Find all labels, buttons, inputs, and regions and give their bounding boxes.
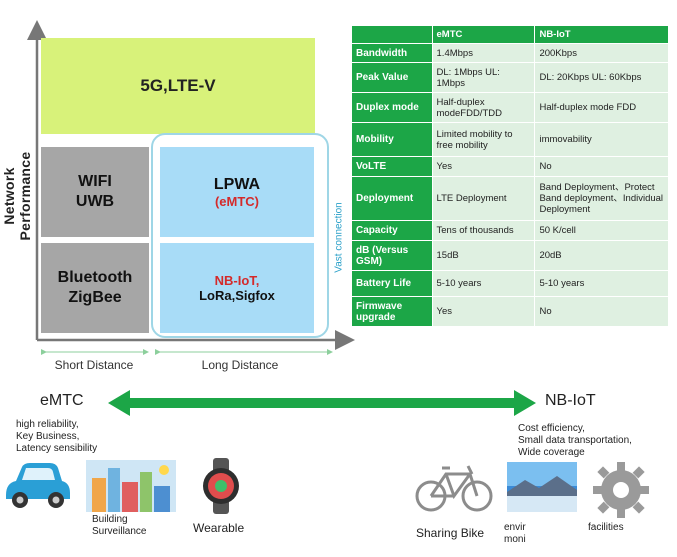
- table-row: VoLTE Yes No: [351, 156, 669, 177]
- gear-icon: [593, 462, 649, 518]
- lpwa-emtc-label: (eMTC): [214, 193, 260, 209]
- vast-connection-frame: [151, 133, 329, 338]
- emtc-cell: LTE Deployment: [431, 176, 536, 221]
- nbiot-cell: No: [534, 156, 669, 177]
- building-label-line: Building: [92, 514, 128, 525]
- emtc-cell: 15dB: [431, 240, 536, 271]
- row-header: Firmwave upgrade: [351, 296, 433, 327]
- nbiot-cell: 50 K/cell: [534, 220, 669, 241]
- box-bluetooth-zigbee: Bluetooth ZigBee: [41, 243, 149, 333]
- env-label-line: moni: [504, 534, 526, 545]
- table-header-row: eMTC NB-IoT: [351, 25, 669, 44]
- emtc-desc-line: Key Business,: [16, 431, 80, 442]
- table-row: Firmwave upgrade Yes No: [351, 296, 669, 327]
- nbiot-title: NB-IoT: [545, 392, 596, 409]
- wifi-label: WIFI: [78, 173, 112, 190]
- car-icon: [6, 463, 70, 508]
- wearable-label: Wearable: [193, 521, 245, 535]
- box-wifi-uwb: WIFI UWB: [41, 147, 149, 237]
- nbiot-cell: 5-10 years: [534, 270, 669, 297]
- table-row: Battery Life 5-10 years 5-10 years: [351, 270, 669, 297]
- row-header: Duplex mode: [351, 92, 433, 123]
- emtc-cell: Half-duplex modeFDD/TDD: [431, 92, 536, 123]
- nbiot-cell: No: [534, 296, 669, 327]
- table-row: Bandwidth 1.4Mbps 200Kbps: [351, 43, 669, 63]
- table-header-cell: eMTC: [431, 25, 536, 44]
- emtc-title: eMTC: [40, 392, 84, 409]
- uwb-label: UWB: [75, 193, 115, 210]
- nbiot-desc-line: Small data transportation,: [518, 435, 632, 446]
- sharing-bike-label: Sharing Bike: [416, 526, 485, 540]
- double-arrow: [108, 390, 536, 416]
- table-header-cell: [351, 25, 433, 44]
- table-row: Peak Value DL: 1Mbps UL: 1Mbps DL: 20Kbp…: [351, 62, 669, 93]
- table-row: dB (Versus GSM) 15dB 20dB: [351, 240, 669, 271]
- building-surveillance-label: Building Surveillance: [92, 514, 146, 538]
- row-header: Bandwidth: [351, 43, 433, 63]
- bicycle-icon: [415, 465, 493, 512]
- nbiot-label: NB-IoT,: [214, 273, 260, 288]
- table-row: Mobility Limited mobility to free mobili…: [351, 122, 669, 157]
- long-distance-label: Long Distance: [201, 358, 279, 372]
- row-header: VoLTE: [351, 156, 433, 177]
- nbiot-cell: Band Deployment、Protect Band deployment、…: [534, 176, 669, 221]
- emtc-cell: 1.4Mbps: [431, 43, 536, 63]
- vast-connection-label: Vast connection: [333, 202, 345, 273]
- facilities-label-line: facilities: [588, 522, 624, 533]
- emtc-desc-line: Latency sensibility: [16, 443, 98, 454]
- row-header: Deployment: [351, 176, 433, 221]
- table-row: Capacity Tens of thousands 50 K/cell: [351, 220, 669, 241]
- bluetooth-label: Bluetooth: [57, 269, 133, 286]
- lpwa-label: LPWA: [213, 175, 261, 193]
- nbiot-cell: Half-duplex mode FDD: [534, 92, 669, 123]
- building-label-line: Surveillance: [92, 526, 147, 537]
- table-row: Deployment LTE Deployment Band Deploymen…: [351, 176, 669, 221]
- emtc-cell: Tens of thousands: [431, 220, 536, 241]
- box-lpwa: LPWA (eMTC): [160, 147, 314, 237]
- nbiot-cell: 200Kbps: [534, 43, 669, 63]
- box-5g-label: 5G,LTE-V: [140, 76, 216, 95]
- nbiot-cell: immovability: [534, 122, 669, 157]
- smartwatch-icon: [203, 458, 239, 514]
- row-header: Peak Value: [351, 62, 433, 93]
- lora-sigfox-label: LoRa,Sigfox: [199, 288, 275, 303]
- nbiot-description: Cost efficiency, Small data transportati…: [518, 423, 632, 459]
- comparison-table: eMTC NB-IoT Bandwidth 1.4Mbps 200Kbps Pe…: [351, 25, 669, 327]
- env-label-line: envir: [504, 522, 526, 533]
- building-surveillance-image: [86, 460, 176, 512]
- row-header: Capacity: [351, 220, 433, 241]
- short-distance-label: Short Distance: [54, 358, 134, 372]
- nbiot-cell: 20dB: [534, 240, 669, 271]
- table-row: Duplex mode Half-duplex modeFDD/TDD Half…: [351, 92, 669, 123]
- emtc-cell: Yes: [431, 296, 536, 327]
- box-5g-ltev: 5G,LTE-V: [41, 38, 315, 134]
- environment-monitoring-image: [507, 462, 577, 512]
- axes: [27, 20, 355, 355]
- table-header-cell: NB-IoT: [534, 25, 669, 44]
- nbiot-cell: DL: 20Kbps UL: 60Kbps: [534, 62, 669, 93]
- emtc-cell: DL: 1Mbps UL: 1Mbps: [431, 62, 536, 93]
- nbiot-desc-line: Cost efficiency,: [518, 423, 585, 434]
- nbiot-desc-line: Wide coverage: [518, 447, 585, 458]
- facilities-label: facilities: [588, 522, 624, 534]
- emtc-cell: Yes: [431, 156, 536, 177]
- emtc-cell: Limited mobility to free mobility: [431, 122, 536, 157]
- emtc-description: high reliability, Key Business, Latency …: [16, 419, 97, 455]
- environment-monitoring-label: envir moni: [504, 522, 526, 546]
- row-header: dB (Versus GSM): [351, 240, 433, 271]
- zigbee-label: ZigBee: [68, 289, 122, 306]
- row-header: Battery Life: [351, 270, 433, 297]
- box-nbiot-lora: NB-IoT, LoRa,Sigfox: [160, 243, 314, 333]
- emtc-desc-line: high reliability,: [16, 419, 79, 430]
- row-header: Mobility: [351, 122, 433, 157]
- emtc-cell: 5-10 years: [431, 270, 536, 297]
